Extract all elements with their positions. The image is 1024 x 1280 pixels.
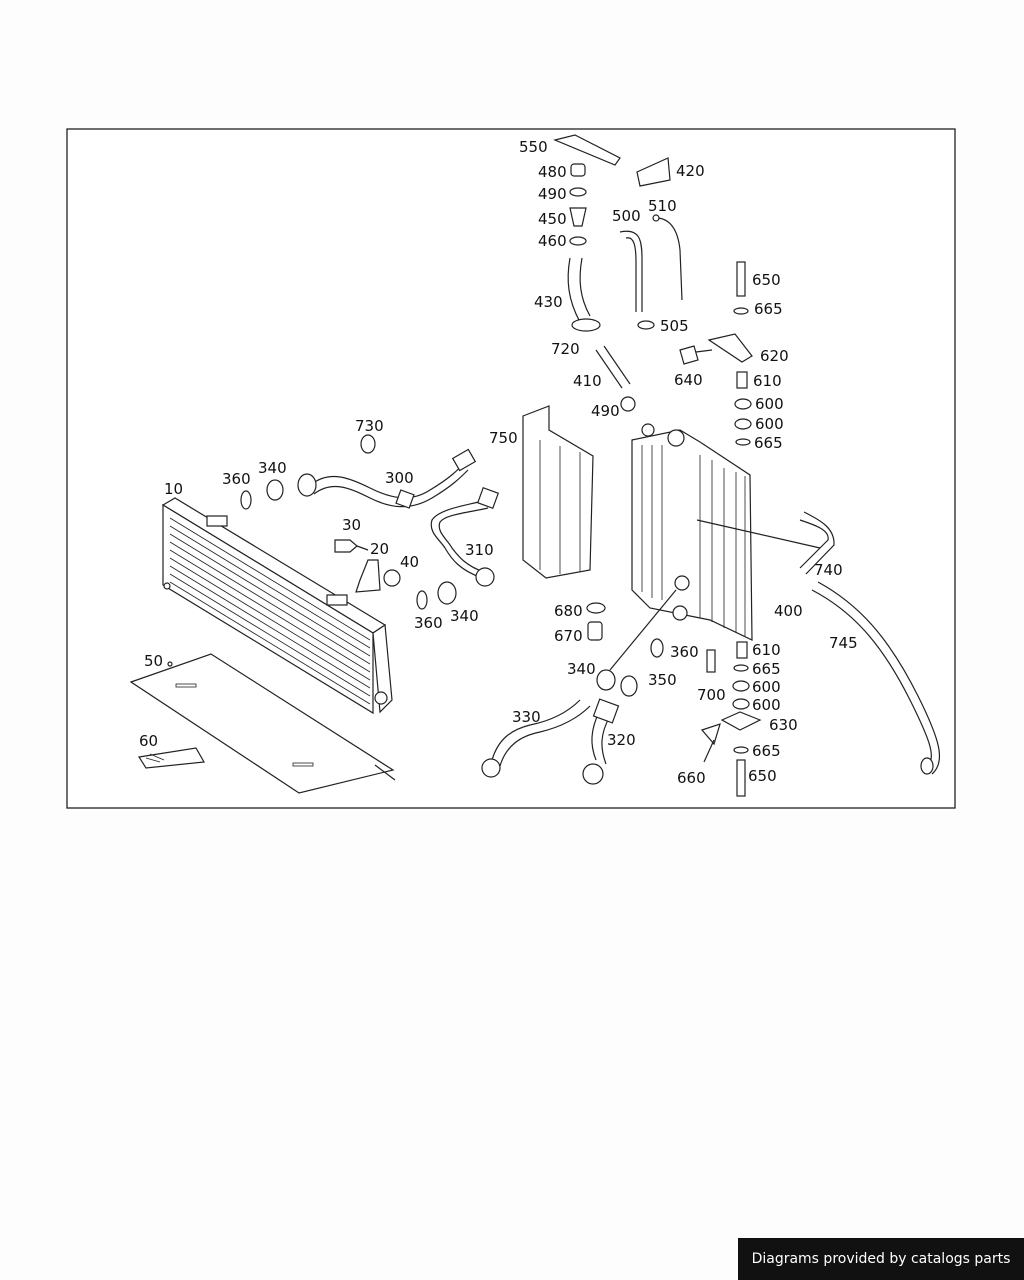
label-490: 490 xyxy=(538,185,567,203)
undertray xyxy=(129,653,396,794)
label-50: 50 xyxy=(144,652,163,670)
radiator xyxy=(631,423,821,641)
label-400: 400 xyxy=(774,602,803,620)
label-745: 745 xyxy=(829,634,858,652)
label-360-b: 360 xyxy=(414,614,443,632)
credits-banner: Diagrams provided by catalogs parts xyxy=(738,1238,1024,1280)
label-60: 60 xyxy=(139,732,158,750)
label-600-b: 600 xyxy=(755,415,784,433)
label-610: 610 xyxy=(753,372,782,390)
label-490-b: 490 xyxy=(591,402,620,420)
right-mounts xyxy=(679,261,762,797)
label-500: 500 xyxy=(612,207,641,225)
label-510: 510 xyxy=(648,197,677,215)
label-600: 600 xyxy=(755,395,784,413)
shroud xyxy=(522,405,594,579)
label-700: 700 xyxy=(697,686,726,704)
label-10: 10 xyxy=(164,480,183,498)
label-40: 40 xyxy=(400,553,419,571)
label-720: 720 xyxy=(551,340,580,358)
label-665: 665 xyxy=(754,300,783,318)
lower-lines xyxy=(481,589,677,785)
label-410: 410 xyxy=(573,372,602,390)
label-650-b: 650 xyxy=(748,767,777,785)
label-340-c: 340 xyxy=(567,660,596,678)
label-650: 650 xyxy=(752,271,781,289)
label-430: 430 xyxy=(534,293,563,311)
label-460: 460 xyxy=(538,232,567,250)
label-450: 450 xyxy=(538,210,567,228)
label-420: 420 xyxy=(676,162,705,180)
label-tag xyxy=(138,747,205,769)
label-360-c: 360 xyxy=(670,643,699,661)
label-730: 730 xyxy=(355,417,384,435)
coolant-hoses xyxy=(799,511,941,775)
label-750: 750 xyxy=(489,429,518,447)
label-30: 30 xyxy=(342,516,361,534)
label-320: 320 xyxy=(607,731,636,749)
label-340-b: 340 xyxy=(450,607,479,625)
label-665-c: 665 xyxy=(752,660,781,678)
oil-line-310 xyxy=(430,486,500,587)
label-480: 480 xyxy=(538,163,567,181)
part-labels: 550 480 420 490 450 500 510 460 650 430 … xyxy=(139,138,858,787)
fittings-left xyxy=(240,434,457,610)
label-620: 620 xyxy=(760,347,789,365)
label-670: 670 xyxy=(554,627,583,645)
label-600-c: 600 xyxy=(752,678,781,696)
label-550: 550 xyxy=(519,138,548,156)
label-310: 310 xyxy=(465,541,494,559)
label-330: 330 xyxy=(512,708,541,726)
label-350: 350 xyxy=(648,671,677,689)
label-340: 340 xyxy=(258,459,287,477)
label-600-d: 600 xyxy=(752,696,781,714)
label-20: 20 xyxy=(370,540,389,558)
label-665-d: 665 xyxy=(752,742,781,760)
label-640: 640 xyxy=(674,371,703,389)
label-665-b: 665 xyxy=(754,434,783,452)
label-505: 505 xyxy=(660,317,689,335)
label-300: 300 xyxy=(385,469,414,487)
oil-cooler xyxy=(161,497,393,715)
label-680: 680 xyxy=(554,602,583,620)
label-630: 630 xyxy=(769,716,798,734)
label-660: 660 xyxy=(677,769,706,787)
label-740: 740 xyxy=(814,561,843,579)
upper-parts xyxy=(553,134,683,412)
oil-line-300 xyxy=(297,448,477,509)
label-360: 360 xyxy=(222,470,251,488)
label-610-b: 610 xyxy=(752,641,781,659)
